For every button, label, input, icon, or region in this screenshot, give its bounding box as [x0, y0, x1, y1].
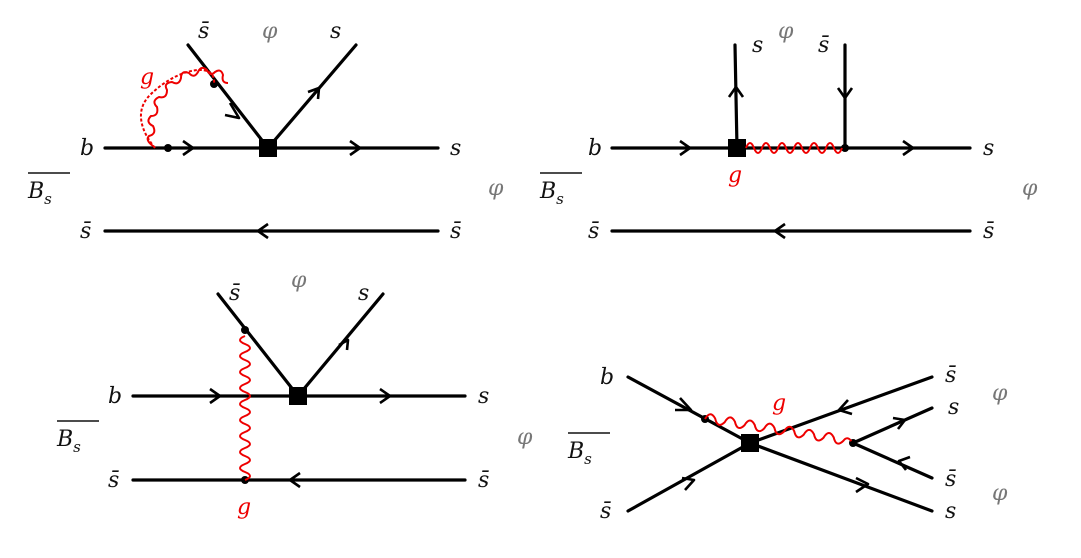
sbar-outgoing-line — [216, 292, 300, 398]
label-b: b — [600, 365, 614, 390]
label-b: b — [588, 136, 602, 161]
label-sbar: s̄ — [108, 468, 119, 493]
label-sbar: s̄ — [983, 219, 994, 244]
label-sbar-top: s̄ — [229, 281, 240, 306]
sbar-outgoing-line — [186, 43, 270, 150]
weak-vertex — [289, 387, 307, 405]
gluon-coil — [745, 142, 843, 154]
weak-vertex — [259, 139, 277, 157]
arrow-right — [902, 139, 915, 157]
diagram-top-right: b Bs s̄ s s̄ φ φ s s̄ g — [539, 19, 1038, 244]
arrow-right — [892, 416, 907, 430]
label-b: b — [80, 136, 94, 161]
label-phi: φ — [262, 19, 278, 44]
arrow-right — [182, 139, 195, 157]
label-gluon: g — [772, 391, 786, 416]
s-outgoing-line — [266, 43, 358, 150]
gluon-vertex — [164, 144, 172, 152]
arrow-left — [897, 455, 911, 471]
label-b: b — [108, 384, 122, 409]
s-outgoing-line — [733, 43, 739, 150]
label-s-top: s — [330, 19, 341, 44]
sbar-incoming-line — [626, 441, 752, 513]
arrow-left — [837, 399, 853, 416]
sbar-gluon-line — [851, 441, 934, 480]
gluon-coil — [239, 335, 251, 481]
label-sbar-top: s̄ — [198, 19, 209, 44]
arrow-right — [679, 139, 692, 157]
label-bs: Bs — [567, 439, 592, 468]
arrow-right — [681, 476, 696, 491]
label-s: s — [983, 136, 994, 161]
arrow-up — [727, 85, 745, 98]
label-phi: φ — [1022, 176, 1038, 201]
label-gluon: g — [728, 163, 742, 188]
arrow-left — [288, 471, 301, 489]
label-sbar: s̄ — [588, 219, 599, 244]
arrow-right — [349, 139, 362, 157]
label-phi: φ — [992, 381, 1008, 406]
arrow-right — [379, 387, 392, 405]
s-gluon-line — [851, 406, 934, 445]
weak-vertex — [741, 434, 759, 452]
arrow-right — [209, 387, 222, 405]
label-phi: φ — [488, 176, 504, 201]
weak-vertex — [728, 139, 746, 157]
label-sbar-top: s̄ — [818, 33, 829, 58]
label-s-4: s — [945, 499, 956, 524]
gluon-vertex — [210, 80, 218, 88]
label-bs: Bs — [539, 179, 564, 208]
label-sbar-1: s̄ — [945, 363, 956, 388]
gluon-vertex — [241, 326, 249, 334]
label-s: s — [478, 384, 489, 409]
label-sbar: s̄ — [478, 468, 489, 493]
diagram-bottom-right: b Bs s̄ s̄ s s̄ s φ φ g — [567, 363, 1008, 524]
gluon-coil — [704, 413, 853, 445]
label-gluon: g — [140, 65, 154, 90]
gluon-coil — [146, 66, 229, 147]
arrow-right — [675, 397, 693, 412]
label-sbar: s̄ — [600, 499, 611, 524]
arrow-up — [307, 86, 321, 100]
gluon-vertex — [841, 144, 849, 152]
arrow-down — [224, 102, 241, 120]
label-phi: φ — [778, 19, 794, 44]
label-s: s — [450, 136, 461, 161]
label-sbar: s̄ — [450, 219, 461, 244]
diagram-top-left: b Bs s̄ s s̄ φ φ s̄ s g — [27, 19, 504, 244]
label-s-top: s — [358, 281, 369, 306]
label-gluon: g — [237, 495, 251, 520]
arrow-left — [256, 222, 269, 240]
label-bs: Bs — [27, 179, 52, 208]
s-outgoing-line — [748, 441, 934, 513]
label-phi: φ — [517, 425, 533, 450]
arrow-down — [836, 87, 854, 100]
arrow-left — [773, 222, 786, 240]
diagram-bottom-left: b Bs s̄ s s̄ φ φ s̄ s g — [56, 268, 533, 520]
label-sbar-3: s̄ — [945, 467, 956, 492]
label-bs: Bs — [56, 427, 81, 456]
label-sbar: s̄ — [80, 219, 91, 244]
label-s-top: s — [752, 33, 763, 58]
label-s-2: s — [948, 395, 959, 420]
arrow-right — [855, 476, 870, 494]
label-phi: φ — [291, 268, 307, 293]
label-phi: φ — [992, 481, 1008, 506]
arrow-up — [338, 338, 350, 351]
